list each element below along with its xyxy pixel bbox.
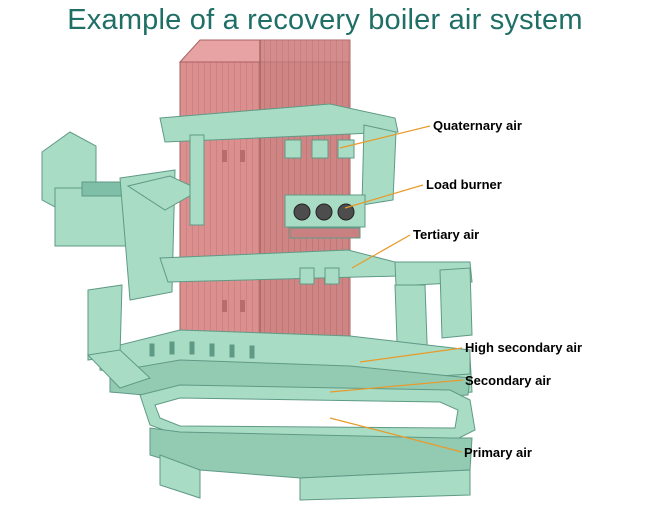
primary-air-ring (139, 384, 476, 501)
left-supply-duct (86, 284, 151, 389)
label-quaternary-air: Quaternary air (433, 118, 522, 133)
load-burner-group (284, 194, 366, 239)
label-leader-lines (329, 125, 464, 453)
label-tertiary-air: Tertiary air (413, 227, 480, 242)
diagram-title: Example of a recovery boiler air system (67, 4, 583, 36)
left-fan-structure (41, 131, 202, 301)
label-high-secondary-air: High secondary air (465, 340, 583, 355)
label-load-burner: Load burner (426, 177, 502, 192)
label-primary-air: Primary air (464, 445, 532, 460)
quaternary-air-duct (159, 103, 399, 226)
label-secondary-air: Secondary air (465, 373, 551, 388)
